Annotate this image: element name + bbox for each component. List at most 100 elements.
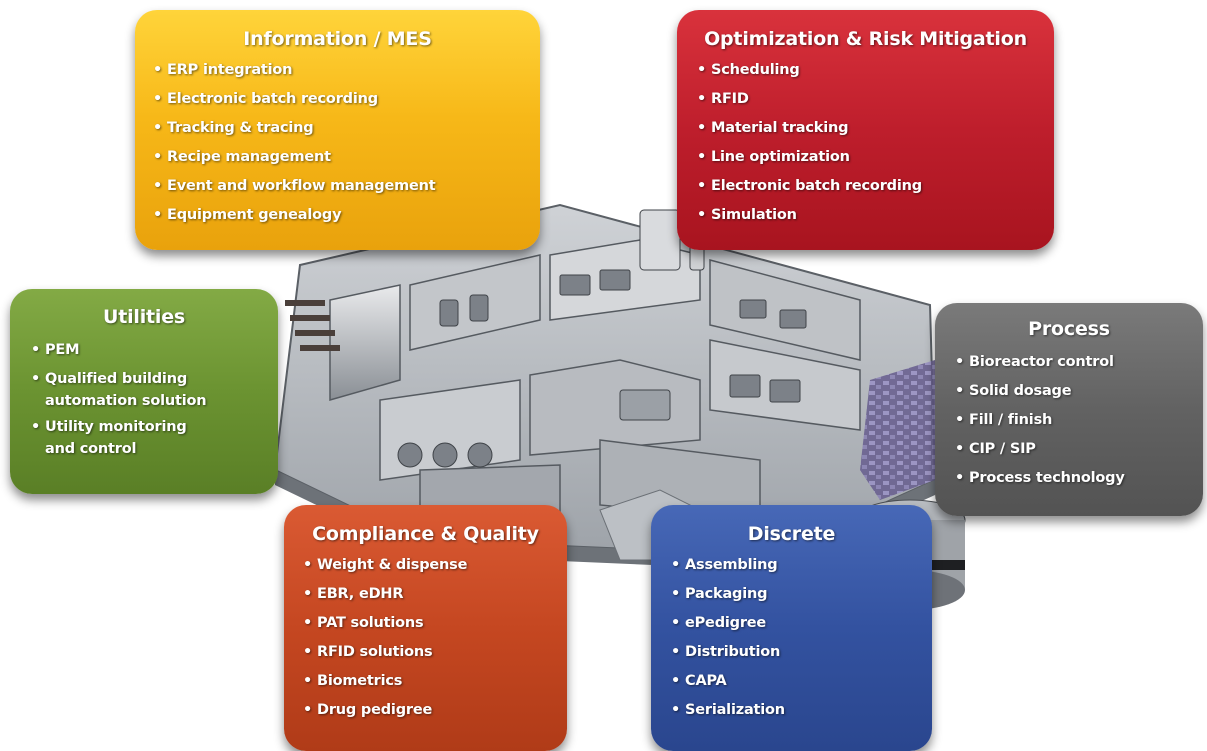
item-list: •Scheduling •RFID •Material tracking •Li… — [677, 50, 1054, 230]
bullet: • — [303, 615, 313, 631]
list-item: •Line optimization — [697, 143, 1054, 172]
list-item: •Event and workflow management — [153, 172, 540, 201]
list-item: •PAT solutions — [303, 609, 567, 638]
list-item: •PEM — [31, 336, 278, 365]
item-label: Recipe management — [167, 149, 331, 165]
bullet: • — [671, 702, 681, 718]
item-label: Fill / finish — [969, 412, 1053, 428]
item-label: CIP / SIP — [969, 441, 1036, 457]
tiled-area — [860, 360, 935, 500]
item-label-line-1: Qualified building — [45, 371, 188, 387]
process-box: Process •Bioreactor control •Solid dosag… — [935, 303, 1203, 516]
bullet: • — [303, 557, 313, 573]
bullet: • — [671, 557, 681, 573]
item-label: Biometrics — [317, 673, 403, 689]
list-item: •ERP integration — [153, 56, 540, 85]
item-label: Equipment genealogy — [167, 207, 342, 223]
item-label: EBR, eDHR — [317, 586, 404, 602]
list-item: •Qualified building automation solution — [31, 368, 278, 412]
list-item: •CIP / SIP — [955, 435, 1203, 464]
discrete-box: Discrete •Assembling •Packaging •ePedigr… — [651, 505, 932, 751]
list-item: •Packaging — [671, 580, 932, 609]
item-label: Serialization — [685, 702, 785, 718]
bullet: • — [303, 586, 313, 602]
list-item: •Drug pedigree — [303, 696, 567, 725]
item-label: Distribution — [685, 644, 781, 660]
item-list: •Bioreactor control •Solid dosage •Fill … — [935, 340, 1203, 493]
item-label: RFID — [711, 91, 749, 107]
list-item: •Scheduling — [697, 56, 1054, 85]
bullet: • — [697, 149, 707, 165]
item-label: Line optimization — [711, 149, 850, 165]
box-title: Compliance & Quality — [312, 523, 539, 545]
optimization-risk-box: Optimization & Risk Mitigation •Scheduli… — [677, 10, 1054, 250]
item-label: Drug pedigree — [317, 702, 433, 718]
item-label: PEM — [45, 342, 80, 358]
bullet: • — [153, 207, 163, 223]
bullet: • — [303, 702, 313, 718]
bullet: • — [697, 207, 707, 223]
bullet: • — [697, 62, 707, 78]
list-item: •Fill / finish — [955, 406, 1203, 435]
bullet: • — [955, 412, 965, 428]
list-item: •RFID — [697, 85, 1054, 114]
bullet: • — [153, 149, 163, 165]
box-title: Information / MES — [243, 28, 432, 50]
item-label-line-2: automation solution — [45, 393, 207, 409]
list-item: •Electronic batch recording — [153, 85, 540, 114]
list-item: •Electronic batch recording — [697, 172, 1054, 201]
compliance-quality-box: Compliance & Quality •Weight & dispense … — [284, 505, 567, 751]
list-item: •RFID solutions — [303, 638, 567, 667]
bullet: • — [697, 120, 707, 136]
bullet: • — [671, 586, 681, 602]
item-label-line-1: Utility monitoring — [45, 419, 187, 435]
box-title: Process — [1028, 318, 1110, 340]
item-label: Event and workflow management — [167, 178, 436, 194]
equipment — [397, 209, 807, 468]
item-label: Electronic batch recording — [711, 178, 922, 194]
list-item: •ePedigree — [671, 609, 932, 638]
bullet: • — [671, 644, 681, 660]
list-item: •Weight & dispense — [303, 551, 567, 580]
item-label: Weight & dispense — [317, 557, 468, 573]
item-label: Solid dosage — [969, 383, 1072, 399]
bullet: • — [31, 371, 41, 387]
box-title: Optimization & Risk Mitigation — [704, 28, 1027, 50]
bullet: • — [955, 354, 965, 370]
item-label: ePedigree — [685, 615, 767, 631]
box-title: Discrete — [747, 523, 836, 545]
bullet: • — [955, 470, 965, 486]
list-item: •Bioreactor control — [955, 348, 1203, 377]
item-list: •Weight & dispense •EBR, eDHR •PAT solut… — [284, 545, 567, 725]
list-item: •Recipe management — [153, 143, 540, 172]
bullet: • — [697, 91, 707, 107]
bullet: • — [671, 673, 681, 689]
list-item: •Process technology — [955, 464, 1203, 493]
bullet: • — [303, 673, 313, 689]
bullet: • — [153, 178, 163, 194]
storage-racks — [285, 300, 340, 351]
box-title: Utilities — [102, 306, 186, 328]
info-mes-box: Information / MES •ERP integration •Elec… — [135, 10, 540, 250]
item-label: Material tracking — [711, 120, 849, 136]
item-label: PAT solutions — [317, 615, 424, 631]
bullet: • — [153, 62, 163, 78]
list-item: •Distribution — [671, 638, 932, 667]
list-item: •Biometrics — [303, 667, 567, 696]
list-item: •Equipment genealogy — [153, 201, 540, 230]
item-label: Assembling — [685, 557, 778, 573]
item-label: Packaging — [685, 586, 768, 602]
item-label: Scheduling — [711, 62, 800, 78]
list-item: •CAPA — [671, 667, 932, 696]
item-label: Tracking & tracing — [167, 120, 314, 136]
bullet: • — [31, 419, 41, 435]
list-item: •Tracking & tracing — [153, 114, 540, 143]
list-item: •EBR, eDHR — [303, 580, 567, 609]
item-label: ERP integration — [167, 62, 293, 78]
list-item: •Material tracking — [697, 114, 1054, 143]
list-item: •Solid dosage — [955, 377, 1203, 406]
bullet: • — [153, 120, 163, 136]
